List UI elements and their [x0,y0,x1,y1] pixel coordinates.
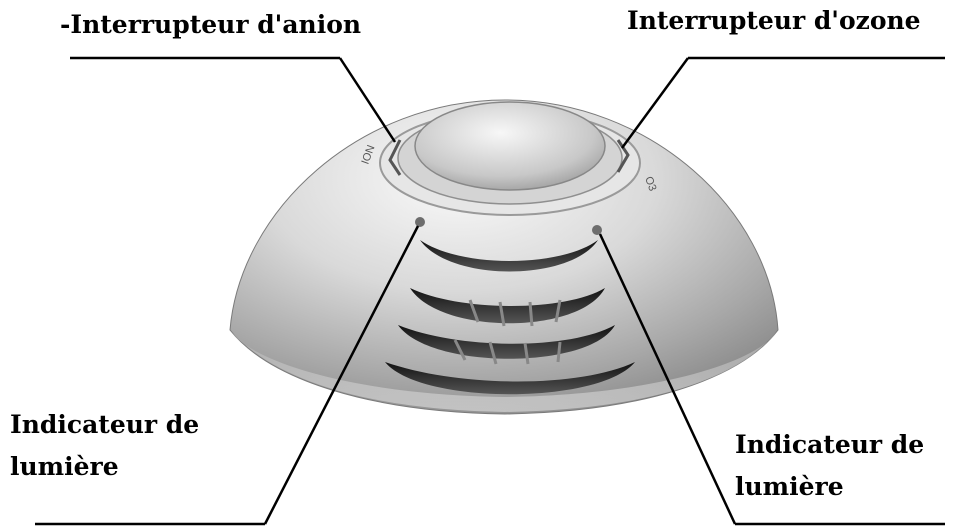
indicator-right-line2: lumière [735,466,924,508]
indicator-light-left [415,217,425,227]
indicator-right-line1: Indicateur de [735,424,924,466]
leader-line-ozone [622,58,945,148]
leader-line-anion [70,58,395,142]
anion-switch-label: -Interrupteur d'anion [60,10,361,39]
top-button[interactable] [415,102,605,190]
indicator-light-left-label: Indicateur de lumière [10,404,199,488]
indicator-left-line2: lumière [10,446,199,488]
indicator-left-line1: Indicateur de [10,404,199,446]
indicator-light-right-label: Indicateur de lumière [735,424,924,508]
ozone-switch-label: Interrupteur d'ozone [627,6,921,35]
indicator-light-right [592,225,602,235]
